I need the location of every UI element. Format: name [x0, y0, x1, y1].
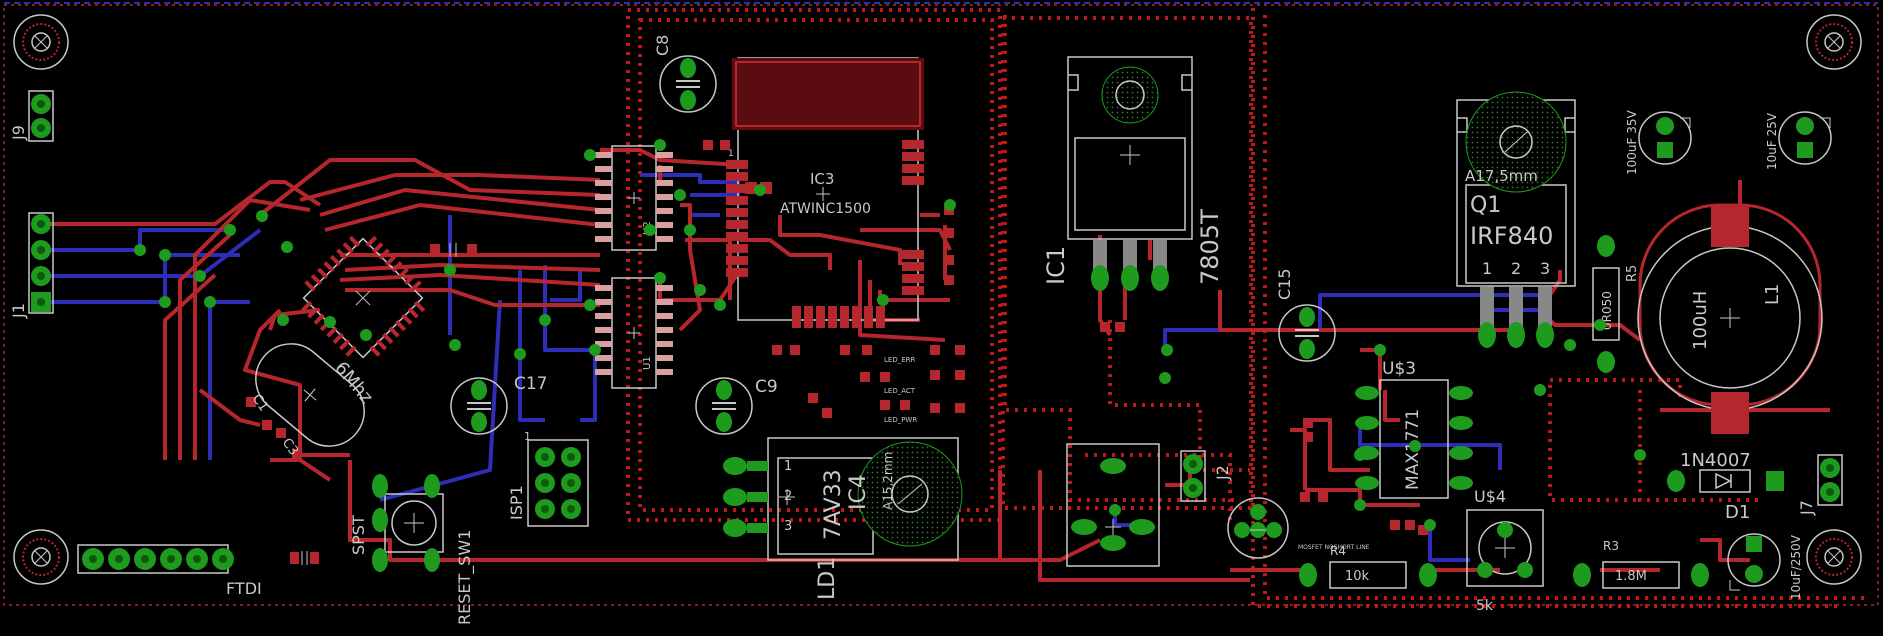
label-j9: J9	[9, 125, 28, 141]
connector-box[interactable]	[1066, 443, 1160, 567]
reset-switch[interactable]	[372, 474, 444, 572]
label-q1-pin3: 3	[1540, 259, 1550, 278]
ic-u2[interactable]	[595, 145, 673, 251]
capacitor-c8[interactable]	[659, 55, 717, 113]
label-u1: U1	[642, 356, 653, 370]
label-c1: C1	[249, 392, 271, 415]
label-q1-pin2: 2	[1511, 259, 1521, 278]
label-u3: U$3	[1382, 359, 1416, 379]
label-irf840: IRF840	[1470, 222, 1553, 250]
label-c17: C17	[514, 374, 548, 394]
label-crystal: 6Mhz	[330, 358, 377, 408]
regulator-ic4[interactable]	[723, 437, 963, 561]
capacitor-100uf-35v[interactable]	[1638, 111, 1692, 165]
ic-u1[interactable]	[595, 277, 673, 389]
regulator-ic1[interactable]	[1067, 56, 1193, 291]
label-ic4-pin3: 3	[784, 519, 792, 534]
label-r4: R4	[1330, 544, 1346, 558]
header-j7[interactable]	[1817, 454, 1843, 506]
capacitor-c9[interactable]	[695, 377, 753, 435]
via-icon	[134, 139, 1646, 531]
smd-passives-ic3[interactable]	[703, 140, 965, 418]
label-led-err: LED_ERR	[884, 356, 915, 364]
label-r3-val: 1.8M	[1615, 569, 1647, 584]
label-j7: J7	[1797, 500, 1816, 516]
label-q1: Q1	[1470, 193, 1501, 218]
trimmer-u4[interactable]	[1466, 509, 1544, 587]
label-c-250v: 10uF/250V	[1789, 534, 1803, 600]
label-isp-pin1: 1	[524, 430, 531, 443]
label-a17: A17,5mm	[1465, 167, 1538, 185]
label-q1-pin1: 1	[1482, 259, 1492, 278]
label-5k: 5k	[1476, 598, 1494, 614]
label-r3: R3	[1603, 539, 1619, 553]
label-ic3-pin1: 1	[728, 149, 734, 159]
resistor-r3[interactable]	[1573, 561, 1709, 589]
label-ic4-pin1: 1	[784, 459, 792, 474]
label-u4: U$4	[1474, 487, 1506, 506]
capacitor-c17[interactable]	[450, 377, 508, 435]
capacitor-10uf-250v[interactable]	[1727, 533, 1781, 591]
transistor-to92[interactable]	[1227, 497, 1289, 559]
label-c15: C15	[1275, 268, 1294, 300]
capacitor-10uf-25v[interactable]	[1778, 111, 1832, 165]
label-ic4-pin2: 2	[784, 489, 792, 504]
header-j9[interactable]	[28, 90, 54, 142]
label-ftdi: FTDI	[226, 579, 262, 598]
label-a15: A15,2mm	[881, 452, 895, 510]
capacitor-c11[interactable]	[290, 551, 319, 565]
microcontroller-tqfp[interactable]	[289, 224, 436, 371]
label-r4-val: 10k	[1345, 569, 1370, 584]
label-1n4007: 1N4007	[1680, 450, 1751, 471]
header-ftdi[interactable]	[77, 544, 234, 574]
label-c9: C9	[755, 377, 778, 397]
capacitor-c10[interactable]	[430, 243, 477, 257]
label-reset-sw1: RESET_SW1	[455, 530, 475, 625]
header-j1[interactable]	[28, 212, 54, 314]
label-j2: J2	[1213, 465, 1232, 481]
diode-d1[interactable]	[1667, 469, 1784, 493]
label-led-act: LED_ACT	[884, 387, 916, 395]
resistor-r5[interactable]	[1592, 235, 1620, 373]
label-atwinc: ATWINC1500	[780, 201, 871, 217]
smd-passives-max[interactable]	[1300, 418, 1428, 535]
label-isp1: ISP1	[507, 485, 526, 520]
label-r5: R5	[1625, 265, 1640, 282]
inductor-l1[interactable]	[1637, 203, 1823, 434]
label-led-pwr: LED_PWR	[884, 416, 917, 424]
label-j1: J1	[9, 303, 28, 319]
label-ic3: IC3	[810, 170, 834, 188]
label-ic4: IC4	[846, 474, 871, 510]
resistor-r4[interactable]	[1299, 561, 1437, 589]
module-ic3[interactable]	[726, 57, 924, 328]
mosfet-q1[interactable]	[1456, 91, 1576, 348]
capacitor-c1[interactable]	[246, 397, 302, 459]
label-ld1: LD1	[815, 557, 840, 600]
label-d1: D1	[1725, 502, 1750, 523]
label-7av33: 7AV33	[821, 469, 846, 540]
label-7805t: 7805T	[1196, 209, 1224, 285]
label-ic1: IC1	[1042, 246, 1070, 285]
label-mosfet-note: MOSFET NOSHORT LINE	[1298, 544, 1370, 551]
label-spst: SPST	[349, 515, 368, 555]
header-isp1[interactable]	[527, 439, 589, 527]
copper-pour-outlines	[626, 8, 1870, 608]
mounting-hole-icon	[13, 14, 1862, 585]
label-l1: L1	[1762, 284, 1783, 305]
label-c8: C8	[653, 35, 672, 56]
header-j2[interactable]	[1180, 450, 1206, 502]
label-c-35v: 100uF 35V	[1625, 110, 1639, 175]
smd-passive-ic1[interactable]	[1100, 322, 1125, 332]
capacitor-c15[interactable]	[1278, 304, 1336, 362]
label-c-25v: 10uF 25V	[1765, 112, 1779, 170]
label-l1-val: 100uH	[1690, 291, 1711, 350]
board-outline	[3, 2, 1879, 606]
crystal-6mhz[interactable]	[242, 330, 379, 461]
